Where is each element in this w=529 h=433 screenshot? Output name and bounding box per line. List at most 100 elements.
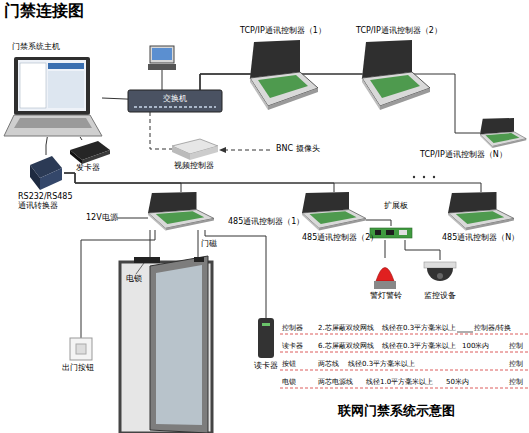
device-node: TCP/IP通讯控制器（N） <box>480 118 526 148</box>
table-cell: 线径0.3平方毫米以上 <box>348 361 415 369</box>
electric-lock <box>134 257 160 263</box>
cable-connector <box>200 74 250 90</box>
device-node: 警灯警铃 <box>374 258 396 290</box>
device-node: 视频控制器 <box>172 138 218 160</box>
device-label: 发卡器 <box>76 164 100 173</box>
cable-connector <box>405 240 440 260</box>
table-cell: 控制 <box>509 379 523 387</box>
beacon-dome <box>376 268 394 282</box>
video-controller-front <box>190 146 218 160</box>
table-underline <box>457 332 473 333</box>
controller-lid <box>148 192 197 213</box>
controller-lid <box>302 192 349 213</box>
laptop-keyboard <box>14 118 92 128</box>
card-reader-body <box>258 318 274 358</box>
device-node: 发卡器 <box>68 140 110 162</box>
device-node: 门禁系统主机 <box>6 55 102 137</box>
pc-cable <box>162 70 163 90</box>
controller-lid <box>362 40 412 78</box>
table-cell: 两芯线 <box>318 361 339 369</box>
cable-connector <box>385 240 386 258</box>
bnc-dashed-line <box>224 150 272 151</box>
table-cell: 电锁 <box>282 379 296 387</box>
device-node: 485通讯控制器（1） <box>148 192 214 230</box>
device-node: 交换机 <box>128 90 222 112</box>
table-cell: 读卡器 <box>282 343 303 351</box>
device-label: 视频控制器 <box>174 162 214 171</box>
device-label: 扩展板 <box>384 202 408 211</box>
converter-side <box>30 165 40 190</box>
continuation-dot <box>413 176 415 178</box>
device-label: 读卡器 <box>254 362 278 371</box>
table-cell: 控制 <box>509 343 523 351</box>
controller-front <box>268 88 318 110</box>
part-label: 12V电源 <box>86 214 118 223</box>
controller-side <box>480 134 492 148</box>
cable-connector <box>150 112 172 149</box>
door-panel <box>150 256 208 433</box>
screen-window <box>20 63 46 108</box>
diagram-caption: 联网门禁系统示意图 <box>338 404 455 418</box>
device-label: TCP/IP通讯控制器（1） <box>240 27 326 36</box>
table-cell: 50米内 <box>446 379 469 387</box>
controller-side <box>362 78 380 110</box>
card-issuer-side <box>70 150 82 164</box>
bnc-arrow-head <box>219 147 226 153</box>
device-label: 485通讯控制器（1） <box>228 218 304 227</box>
device-node: TCP/IP通讯控制器（1） <box>250 40 318 108</box>
device-label: 警灯警铃 <box>370 292 402 301</box>
board-chip <box>386 230 394 235</box>
device-label: 485通讯控制器（N） <box>442 234 519 243</box>
controller-front <box>492 139 526 148</box>
device-node: 485通讯控制器（N） <box>448 192 514 230</box>
card-reader-light <box>262 323 270 326</box>
controller-illustration <box>250 40 318 110</box>
device-label: 门禁系统主机 <box>12 43 60 52</box>
table-cell: 控制器 <box>282 325 303 333</box>
pc-base <box>148 64 176 70</box>
device-label: 交换机 <box>128 95 222 104</box>
controller-side <box>148 213 165 231</box>
cable-connector <box>80 137 82 140</box>
controller-front <box>380 88 430 110</box>
table-cell: 线径在0.3平方毫米以上 <box>382 343 456 351</box>
controller-front <box>319 218 366 230</box>
device-label: RS232/RS485 通讯转换器 <box>18 193 78 211</box>
beacon-base <box>374 281 396 289</box>
laptop-base <box>4 115 102 136</box>
table-rule <box>280 370 529 371</box>
device-node: 出门按钮 <box>70 338 92 360</box>
camera-dome <box>427 268 453 281</box>
camera-mount <box>424 262 456 268</box>
video-controller-side <box>172 146 190 160</box>
pc-monitor <box>150 46 174 63</box>
leader-line <box>136 263 144 274</box>
power-wire <box>117 218 148 219</box>
table-rule <box>280 388 529 389</box>
device-node: 485通讯控制器（2） <box>302 192 366 230</box>
table-cell: 两芯电源线 <box>318 379 353 387</box>
device-node: RS232/RS485 通讯转换器 <box>28 155 64 191</box>
controller-illustration <box>148 192 214 231</box>
controller-illustration <box>362 40 430 110</box>
device-node: 扩展板 <box>370 226 412 240</box>
laptop-screen <box>18 60 86 111</box>
switch-ports <box>134 106 216 108</box>
controller-lid <box>250 40 300 78</box>
controller-side <box>250 78 268 110</box>
sensor-wire <box>198 230 199 257</box>
exit-button-key <box>76 344 86 354</box>
diagram-title: 门禁连接图 <box>4 2 84 20</box>
door-frame <box>120 262 212 433</box>
controller-front <box>165 218 214 230</box>
device-label: 485通讯控制器（2） <box>302 234 378 243</box>
table-cell: 6.芯屏蔽双绞网线 <box>318 343 374 351</box>
cable-connector <box>102 98 128 99</box>
board-connector <box>399 230 407 235</box>
laptop-lid <box>14 57 90 115</box>
device-label: 出门按钮 <box>62 364 94 373</box>
controller-side <box>302 213 319 231</box>
device-node: 监控设备 <box>424 260 456 288</box>
